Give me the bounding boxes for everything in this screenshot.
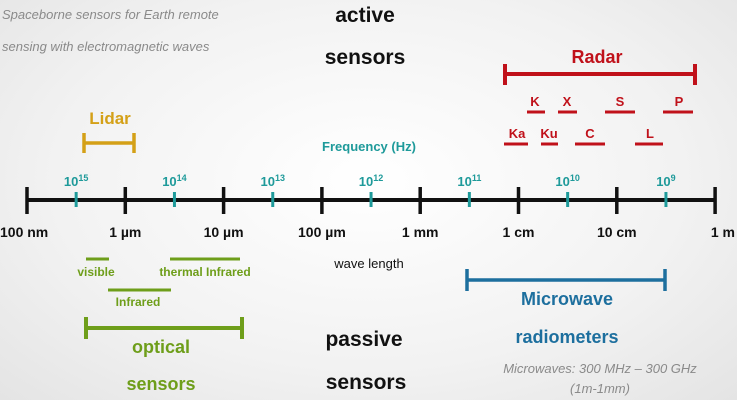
- passive-sensors-label: sensors: [326, 371, 407, 394]
- band-k: K: [530, 94, 540, 109]
- frequency-exponent: 10: [570, 173, 580, 183]
- passive-label: passive: [325, 328, 402, 351]
- lidar-label: Lidar: [89, 109, 131, 128]
- band-c: C: [585, 126, 595, 141]
- band-l: L: [646, 126, 654, 141]
- radar-band-lines: [504, 110, 693, 146]
- wavelength-title: wave length: [333, 256, 403, 271]
- band-ku: Ku: [540, 126, 557, 141]
- wavelength-tick-label: 1 µm: [109, 224, 141, 240]
- active-sensors-label: sensors: [325, 46, 406, 69]
- caption-line-2: sensing with electromagnetic waves: [2, 39, 210, 54]
- frequency-exponent: 12: [373, 173, 383, 183]
- microwave-label: Microwave: [521, 289, 613, 309]
- radar-label: Radar: [571, 47, 622, 67]
- wavelength-tick-label: 100 nm: [0, 224, 48, 240]
- frequency-base: 10: [64, 174, 78, 189]
- caption-line-1: Spaceborne sensors for Earth remote: [2, 7, 219, 22]
- frequency-tick-label: 1010: [555, 173, 579, 189]
- frequency-base: 10: [261, 174, 275, 189]
- frequency-tick-label: 1012: [359, 173, 383, 189]
- optical-sub-bars: [86, 257, 240, 292]
- band-p: P: [675, 94, 684, 109]
- frequency-base: 10: [457, 174, 471, 189]
- optical-label: optical: [132, 337, 190, 357]
- optical-range-bar: [84, 317, 244, 339]
- frequency-exponent: 14: [177, 173, 187, 183]
- frequency-exponent: 11: [472, 173, 482, 183]
- microwave-range-bar: [465, 269, 667, 291]
- wavelength-tick-label: 1 m: [711, 224, 735, 240]
- frequency-tick-label: 1015: [64, 173, 88, 189]
- frequency-tick-label: 1011: [457, 173, 481, 189]
- frequency-tick-label: 1013: [261, 173, 285, 189]
- band-x: X: [563, 94, 572, 109]
- frequency-base: 10: [656, 174, 670, 189]
- thermal-infrared-label: thermal Infrared: [159, 265, 250, 279]
- wavelength-tick-label: 100 µm: [298, 224, 346, 240]
- microwave-range-note: Microwaves: 300 MHz – 300 GHz: [503, 361, 697, 376]
- frequency-base: 10: [359, 174, 373, 189]
- frequency-exponent: 15: [78, 173, 88, 183]
- optical-sensors-label: sensors: [126, 374, 195, 394]
- frequency-tick-label: 1014: [162, 173, 186, 189]
- frequency-base: 10: [555, 174, 569, 189]
- frequency-base: 10: [162, 174, 176, 189]
- frequency-exponent: 9: [671, 173, 676, 183]
- band-s: S: [616, 94, 625, 109]
- wavelength-tick-label: 10 cm: [597, 224, 637, 240]
- lidar-range-bar: [82, 133, 136, 153]
- band-ka: Ka: [509, 126, 526, 141]
- wavelength-tick-label: 1 cm: [503, 224, 535, 240]
- frequency-title: Frequency (Hz): [322, 139, 416, 154]
- radar-range-bar: [503, 64, 697, 85]
- frequency-exponent: 13: [275, 173, 285, 183]
- active-label: active: [335, 4, 395, 27]
- microwave-wavelength-note: (1m-1mm): [570, 381, 630, 396]
- wavelength-tick-label: 10 µm: [204, 224, 244, 240]
- infrared-label: Infrared: [116, 295, 161, 309]
- radiometers-label: radiometers: [515, 327, 618, 347]
- wavelength-tick-label: 1 mm: [402, 224, 439, 240]
- visible-label: visible: [77, 265, 115, 279]
- frequency-tick-label: 109: [656, 173, 675, 189]
